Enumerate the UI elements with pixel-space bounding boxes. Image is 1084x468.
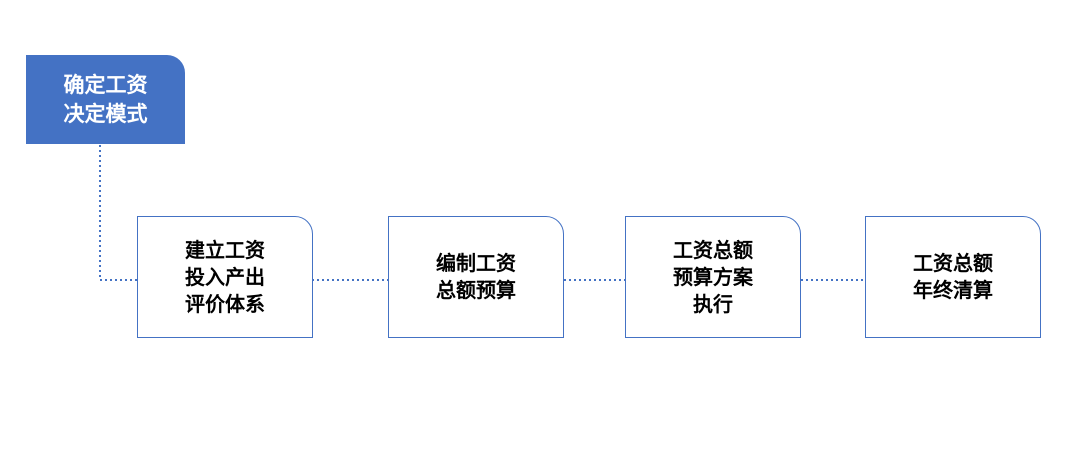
node-wage-decision-mode: 确定工资 决定模式: [26, 55, 185, 144]
node-step-2-budget-compilation: 编制工资 总额预算: [388, 216, 564, 338]
node-step-1-evaluation-system: 建立工资 投入产出 评价体系: [137, 216, 313, 338]
node-step-4-year-end-settlement: 工资总额 年终清算: [865, 216, 1041, 338]
connector-top-to-step1: [99, 145, 137, 281]
node-step-3-budget-execution: 工资总额 预算方案 执行: [625, 216, 801, 338]
